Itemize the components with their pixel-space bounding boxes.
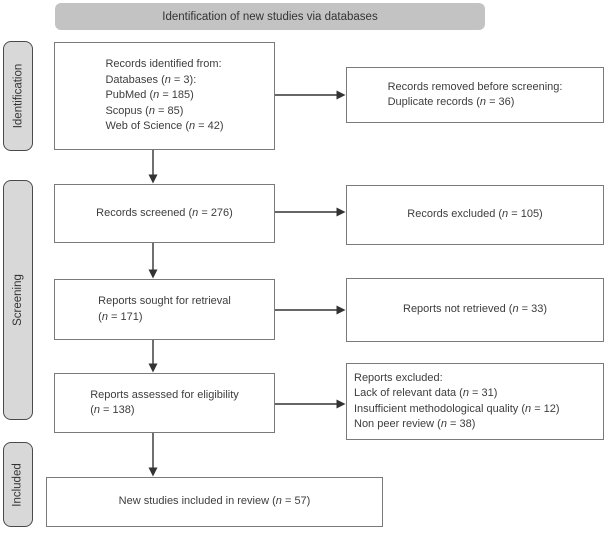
arrow-screened-to-sought xyxy=(148,243,158,279)
arrow-sought-to-assessed xyxy=(148,340,158,373)
stage-identification: Identification xyxy=(3,41,33,151)
arrow-sought-to-not-retrieved xyxy=(275,305,346,315)
arrow-identified-to-screened xyxy=(148,150,158,184)
box-records-screened-text: Records screened (n = 276) xyxy=(96,206,233,219)
stage-included: Included xyxy=(3,442,33,527)
stage-included-label: Included xyxy=(12,462,25,507)
box-reports-assessed: Reports assessed for eligibility(n = 138… xyxy=(54,373,275,433)
stage-identification-label: Identification xyxy=(12,63,25,129)
arrow-screened-to-excluded xyxy=(275,207,346,217)
box-records-screened: Records screened (n = 276) xyxy=(54,184,275,243)
header-banner: Identification of new studies via databa… xyxy=(55,3,485,30)
stage-screening-label: Screening xyxy=(12,274,25,326)
stage-screening: Screening xyxy=(3,180,33,420)
box-reports-assessed-text: Reports assessed for eligibility(n = 138… xyxy=(90,388,239,417)
box-records-removed: Records removed before screening:Duplica… xyxy=(346,67,604,123)
arrow-assessed-to-included xyxy=(148,433,158,477)
box-reports-sought: Reports sought for retrieval(n = 171) xyxy=(54,279,275,340)
arrow-identified-to-removed xyxy=(275,90,346,100)
box-records-excluded-text: Records excluded (n = 105) xyxy=(407,208,543,221)
box-reports-sought-text: Reports sought for retrieval(n = 171) xyxy=(98,295,231,323)
box-studies-included: New studies included in review (n = 57) xyxy=(46,477,383,527)
box-reports-excluded: Reports excluded:Lack of relevant data (… xyxy=(346,363,604,440)
box-records-identified-text: Records identified from:Databases (n = 3… xyxy=(105,58,224,133)
box-studies-included-text: New studies included in review (n = 57) xyxy=(118,495,311,508)
box-reports-not-retrieved-text: Reports not retrieved (n = 33) xyxy=(403,303,547,316)
box-records-identified: Records identified from:Databases (n = 3… xyxy=(54,42,275,150)
box-records-excluded: Records excluded (n = 105) xyxy=(346,185,604,245)
box-reports-not-retrieved: Reports not retrieved (n = 33) xyxy=(346,278,604,342)
box-records-removed-text: Records removed before screening:Duplica… xyxy=(387,80,563,109)
box-reports-excluded-text: Reports excluded:Lack of relevant data (… xyxy=(354,371,560,431)
arrow-assessed-to-reports-excluded xyxy=(275,399,346,409)
